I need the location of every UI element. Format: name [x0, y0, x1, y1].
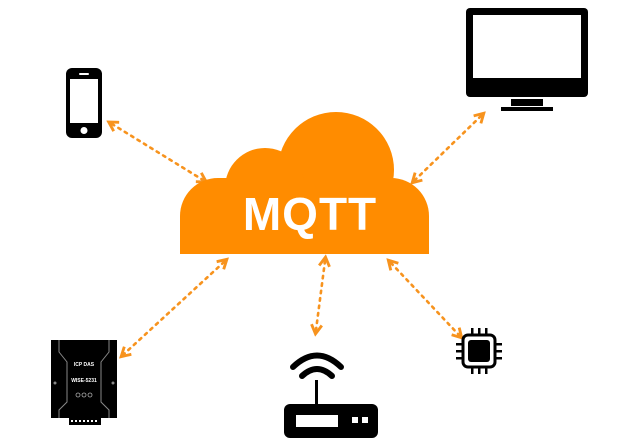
arrow-io-module [124, 262, 224, 354]
monitor-icon [466, 8, 588, 111]
io-module-model: WISE-5231 [71, 378, 97, 384]
io-module-icon [51, 340, 117, 425]
wifi-router-icon [284, 352, 378, 438]
arrow-monitor [415, 116, 481, 180]
cloud-icon [180, 112, 429, 254]
microchip-icon [456, 328, 502, 374]
arrow-smartphone [112, 124, 203, 180]
cloud-label: MQTT [242, 188, 378, 240]
io-module-brand: ICP DAS [73, 362, 95, 368]
arrow-router [316, 261, 325, 330]
arrow-chip [391, 263, 459, 335]
smartphone-icon [66, 68, 102, 138]
